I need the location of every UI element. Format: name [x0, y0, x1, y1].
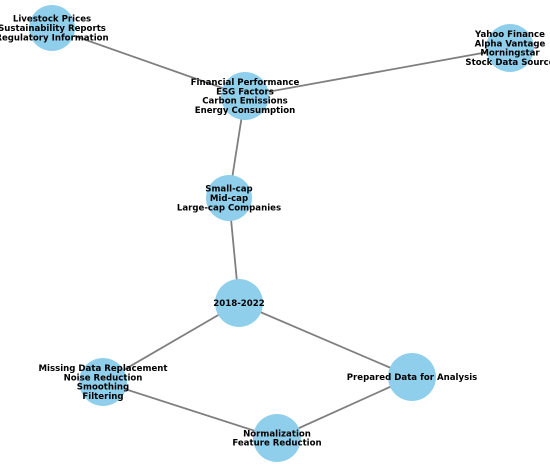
node-label-line: Livestock Prices: [13, 15, 91, 25]
node-circle: [486, 24, 534, 72]
node-label-line: Feature Reduction: [232, 439, 321, 449]
node-label-line: Prepared Data for Analysis: [347, 373, 478, 383]
node-label-line: Alpha Vantage: [475, 39, 546, 49]
edge-cleaning-to-normalization: [102, 381, 278, 439]
node-label-line: Noise Reduction: [64, 373, 143, 383]
node-label-line: Morningstar: [480, 49, 540, 59]
node-circle: [221, 72, 269, 120]
node-label-line: ESG Factors: [216, 87, 274, 97]
node-circle: [29, 5, 75, 51]
edge-period-to-cleaning: [102, 302, 240, 383]
node-label-line: Filtering: [82, 392, 123, 402]
node-label-line: Large-cap Companies: [177, 203, 281, 213]
node-period: 2018-2022: [213, 279, 265, 327]
node-circle: [79, 358, 127, 406]
edge-data-sources-misc-to-features: [51, 27, 246, 97]
node-label-line: Sustainability Reports: [0, 24, 106, 34]
node-label-line: Small-cap: [205, 185, 252, 195]
node-prepared: Prepared Data for Analysis: [347, 353, 478, 401]
node-circle: [206, 175, 252, 221]
node-label-line: Yahoo Finance: [474, 30, 545, 40]
node-circle: [388, 353, 436, 401]
edge-normalization-to-prepared: [276, 376, 413, 439]
node-label-line: Smoothing: [77, 383, 129, 393]
node-label-line: Stock Data Source: [465, 58, 550, 68]
edge-data-sources-finance-to-features: [244, 47, 511, 97]
node-label-line: Missing Data Replacement: [38, 364, 167, 374]
node-label-line: Mid-cap: [210, 194, 248, 204]
node-circle: [253, 414, 301, 462]
node-circle: [215, 279, 263, 327]
node-label-line: Carbon Emissions: [202, 97, 288, 107]
node-label-line: 2018-2022: [213, 299, 264, 309]
node-label-line: Energy Consumption: [195, 106, 296, 116]
node-label-line: Normalization: [243, 429, 311, 439]
edge-period-to-prepared: [238, 302, 413, 378]
node-label-line: Financial Performance: [191, 78, 300, 88]
node-label-line: Regulatory Information: [0, 33, 109, 43]
